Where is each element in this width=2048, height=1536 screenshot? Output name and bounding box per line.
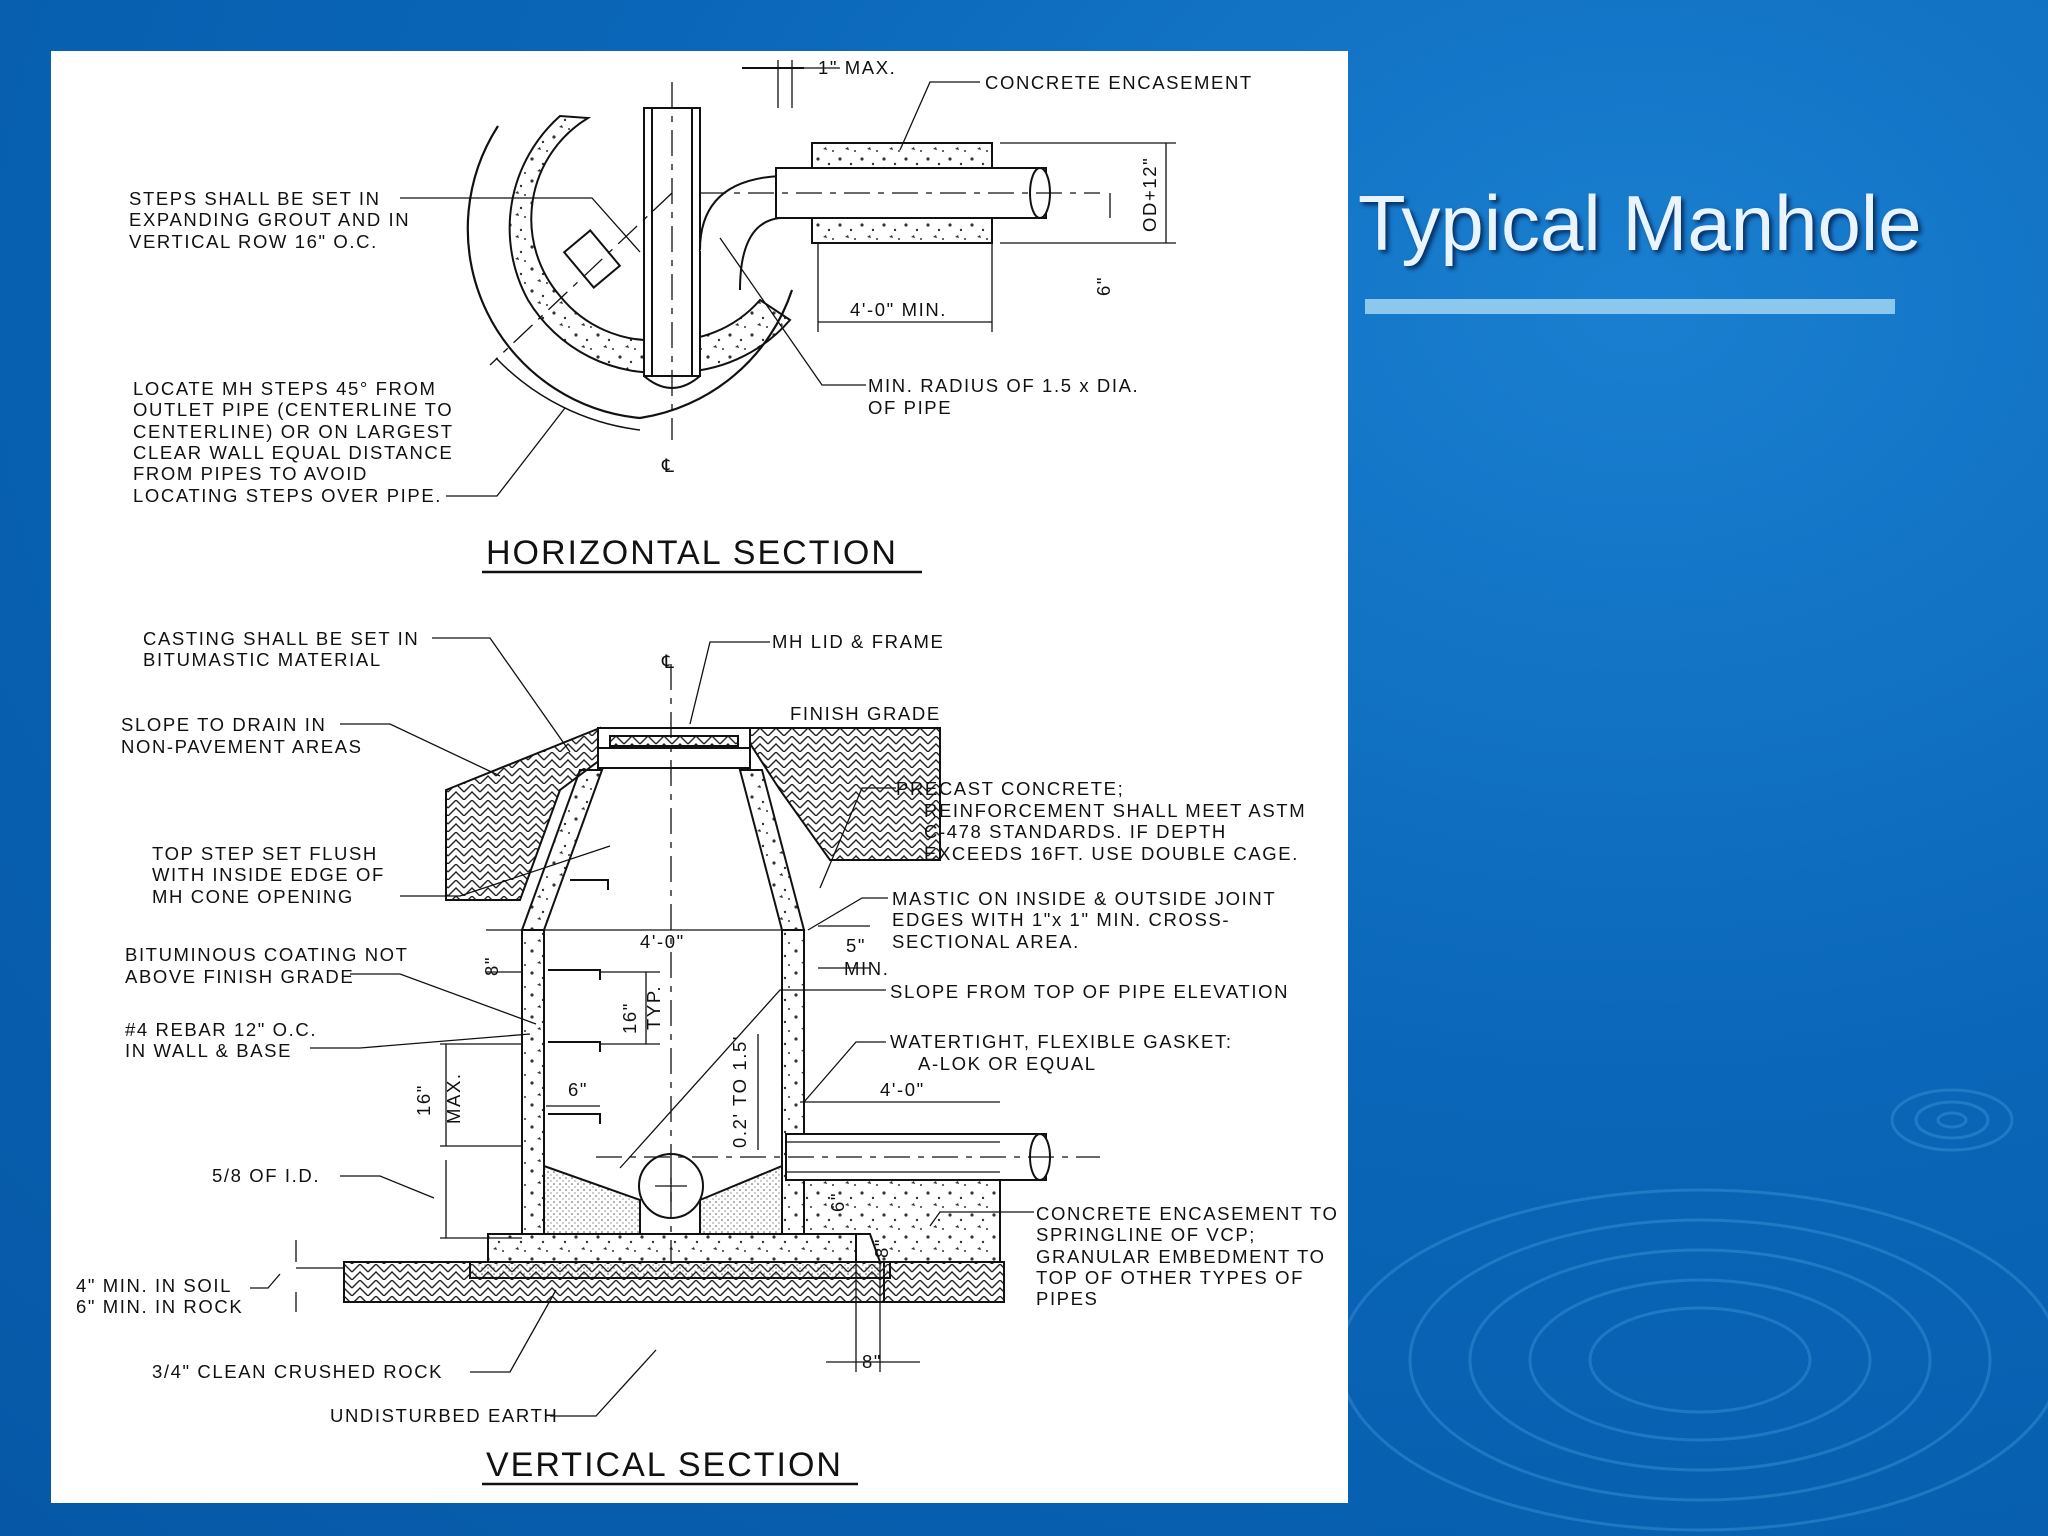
label-slope-1: SLOPE TO DRAIN IN — [121, 714, 326, 735]
label-enc-2: SPRINGLINE OF VCP; — [1036, 1224, 1256, 1245]
label-enc-3: GRANULAR EMBEDMENT TO — [1036, 1246, 1326, 1267]
label-eight-inch-b: 8" — [871, 1238, 892, 1258]
label-bitum-1: BITUMINOUS COATING NOT — [125, 944, 409, 965]
label-locate-2: OUTLET PIPE (CENTERLINE TO — [133, 399, 453, 420]
vertical-section-title: VERTICAL SECTION — [486, 1446, 843, 1484]
label-sixteen-inch: 16" — [619, 1002, 640, 1034]
label-bitum-2: ABOVE FINISH GRADE — [125, 966, 354, 987]
label-eight-inch: 8" — [481, 956, 502, 976]
label-radius-1: MIN. RADIUS OF 1.5 x DIA. — [868, 375, 1139, 396]
label-eight-inch-c: 8" — [862, 1351, 882, 1372]
label-four-ft-2: 4'-0" — [880, 1079, 925, 1100]
label-od: OD+12" — [1139, 157, 1160, 232]
label-gasket-1: WATERTIGHT, FLEXIBLE GASKET: — [890, 1031, 1233, 1052]
label-locate-5: FROM PIPES TO AVOID — [133, 463, 368, 484]
label-mastic-1: MASTIC ON INSIDE & OUTSIDE JOINT — [892, 888, 1276, 909]
label-five-eighths: 5/8 OF I.D. — [212, 1165, 320, 1186]
label-sixteen-max: 16" — [413, 1084, 434, 1116]
label-topstep-1: TOP STEP SET FLUSH — [152, 843, 378, 864]
label-rebar-1: #4 REBAR 12" O.C. — [125, 1019, 317, 1040]
label-precast-2: REINFORCEMENT SHALL MEET ASTM — [924, 800, 1306, 821]
label-max: MAX. — [443, 1072, 464, 1124]
label-six-inch-b: 6" — [827, 1192, 848, 1212]
label-min: MIN. — [844, 958, 889, 979]
centerline-symbol-vertical: ℄ — [661, 651, 675, 672]
label-soil: 4" MIN. IN SOIL — [76, 1275, 232, 1296]
label-max-gap: 1" MAX. — [818, 57, 896, 78]
drawing-panel: 1" MAX. CONCRETE ENCASEMENT STEPS SHALL … — [51, 51, 1348, 1503]
label-mastic-3: SECTIONAL AREA. — [892, 931, 1080, 952]
label-six-inch-v: 6" — [568, 1079, 588, 1100]
label-rebar-2: IN WALL & BASE — [125, 1040, 292, 1061]
label-precast-1: PRECAST CONCRETE; — [896, 778, 1124, 799]
centerline-symbol: ℄ — [661, 455, 675, 476]
label-six-inch: 6" — [1093, 276, 1114, 296]
label-gasket-2: A-LOK OR EQUAL — [918, 1053, 1097, 1074]
label-steps-3: VERTICAL ROW 16" O.C. — [129, 231, 378, 252]
label-radius-2: OF PIPE — [868, 397, 952, 418]
label-undisturbed-earth: UNDISTURBED EARTH — [330, 1405, 558, 1426]
horizontal-section-title: HORIZONTAL SECTION — [486, 534, 898, 572]
label-rock: 6" MIN. IN ROCK — [76, 1296, 243, 1317]
label-casting-1: CASTING SHALL BE SET IN — [143, 628, 419, 649]
label-enc-4: TOP OF OTHER TYPES OF — [1036, 1267, 1304, 1288]
label-precast-4: EXCEEDS 16FT. USE DOUBLE CAGE. — [924, 843, 1299, 864]
horizontal-section — [400, 60, 1176, 574]
label-locate-3: CENTERLINE) OR ON LARGEST — [133, 421, 454, 442]
label-crushed-rock: 3/4" CLEAN CRUSHED ROCK — [152, 1361, 443, 1382]
label-four-ft-min: 4'-0" MIN. — [850, 299, 947, 320]
label-steps-1: STEPS SHALL BE SET IN — [129, 188, 381, 209]
label-slope-pipe: SLOPE FROM TOP OF PIPE ELEVATION — [890, 981, 1289, 1002]
label-locate-1: LOCATE MH STEPS 45° FROM — [133, 378, 436, 399]
label-topstep-2: WITH INSIDE EDGE OF — [152, 864, 385, 885]
label-topstep-3: MH CONE OPENING — [152, 886, 354, 907]
label-lid-frame: MH LID & FRAME — [772, 631, 944, 652]
label-enc-5: PIPES — [1036, 1288, 1099, 1309]
label-mastic-2: EDGES WITH 1"x 1" MIN. CROSS- — [892, 909, 1230, 930]
label-locate-6: LOCATING STEPS OVER PIPE. — [133, 485, 442, 506]
label-typ: TYP. — [643, 985, 664, 1030]
label-five-inch: 5" — [846, 935, 866, 956]
label-locate-4: CLEAR WALL EQUAL DISTANCE — [133, 442, 453, 463]
label-finish-grade: FINISH GRADE — [790, 703, 941, 724]
title-underline — [1365, 299, 1895, 314]
label-concrete-encasement: CONCRETE ENCASEMENT — [985, 72, 1253, 93]
manhole-drawing: 1" MAX. CONCRETE ENCASEMENT STEPS SHALL … — [76, 57, 1338, 1486]
label-precast-3: C-478 STANDARDS. IF DEPTH — [924, 821, 1227, 842]
slide-title: Typical Manhole — [1358, 179, 1922, 267]
label-range: 0.2' TO 1.5' — [729, 1035, 750, 1148]
vertical-section — [250, 637, 1100, 1486]
label-four-ft: 4'-0" — [640, 931, 685, 952]
label-steps-2: EXPANDING GROUT AND IN — [129, 209, 410, 230]
label-enc-1: CONCRETE ENCASEMENT TO — [1036, 1203, 1338, 1224]
label-slope-2: NON-PAVEMENT AREAS — [121, 736, 363, 757]
label-casting-2: BITUMASTIC MATERIAL — [143, 649, 382, 670]
